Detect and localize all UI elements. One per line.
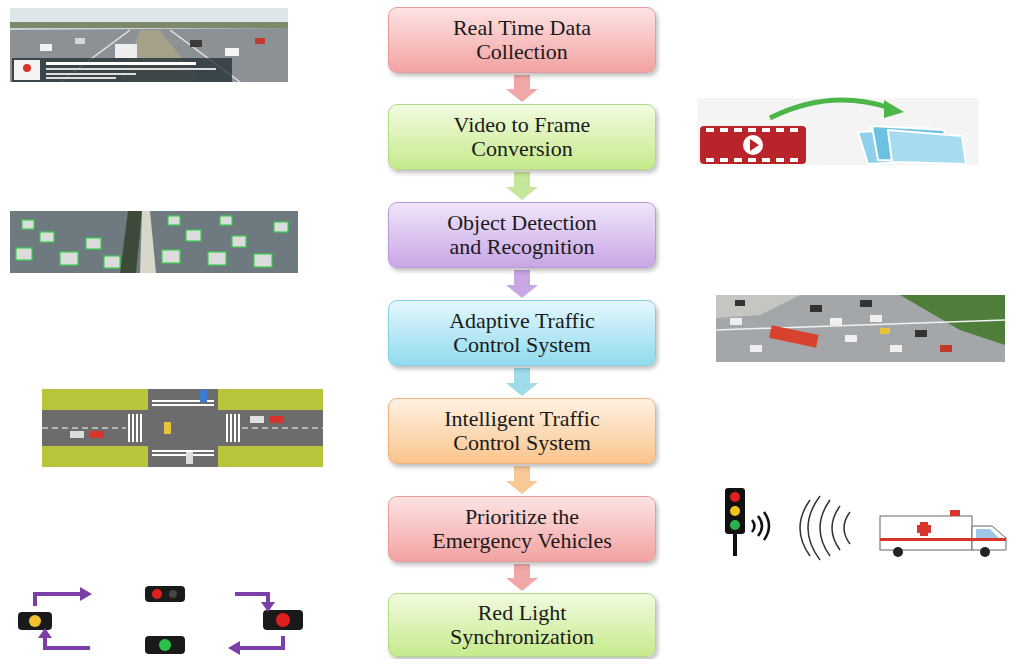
process-box: Red Light Synchronization [388, 593, 656, 657]
block-arrow [506, 75, 538, 102]
block-arrow [506, 172, 538, 200]
box-label: Object Detection and Recognition [434, 211, 610, 259]
emergency-signal-icon [725, 488, 1006, 560]
process-box: Intelligent Traffic Control System [388, 398, 656, 464]
detection-photo [10, 211, 298, 273]
block-arrow [506, 564, 538, 591]
process-box: Object Detection and Recognition [388, 202, 656, 268]
signal-cycle-icon [18, 586, 303, 655]
process-box: Prioritize the Emergency Vehicles [388, 496, 656, 562]
box-label: Prioritize the Emergency Vehicles [422, 505, 622, 553]
intersection-photo [716, 295, 1005, 362]
block-arrow [506, 466, 538, 494]
box-label: Red Light Synchronization [422, 601, 622, 649]
box-label: Video to Frame Conversion [422, 113, 622, 161]
block-arrow [506, 368, 538, 396]
box-label: Real Time Data Collection [422, 16, 622, 64]
process-box: Video to Frame Conversion [388, 104, 656, 170]
intersection-illustration [42, 389, 323, 467]
box-label: Adaptive Traffic Control System [422, 309, 622, 357]
box-label: Intelligent Traffic Control System [422, 407, 622, 455]
block-arrow [506, 270, 538, 298]
video-to-frame-icon [697, 98, 978, 165]
process-box: Adaptive Traffic Control System [388, 300, 656, 366]
highway-photo [10, 8, 288, 82]
process-box: Real Time Data Collection [388, 7, 656, 73]
